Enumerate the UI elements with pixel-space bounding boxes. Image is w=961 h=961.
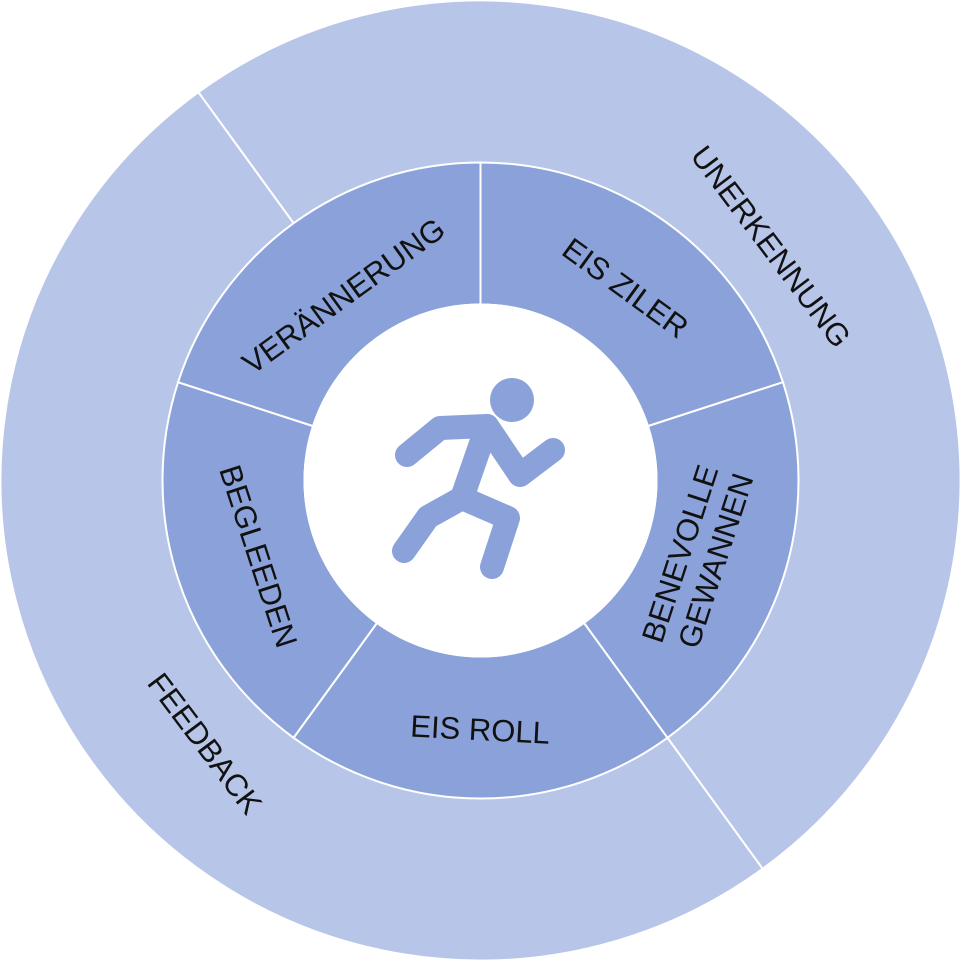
inner-label-eis-roll: EIS ROLL <box>410 709 551 751</box>
running-person-icon <box>392 378 565 579</box>
